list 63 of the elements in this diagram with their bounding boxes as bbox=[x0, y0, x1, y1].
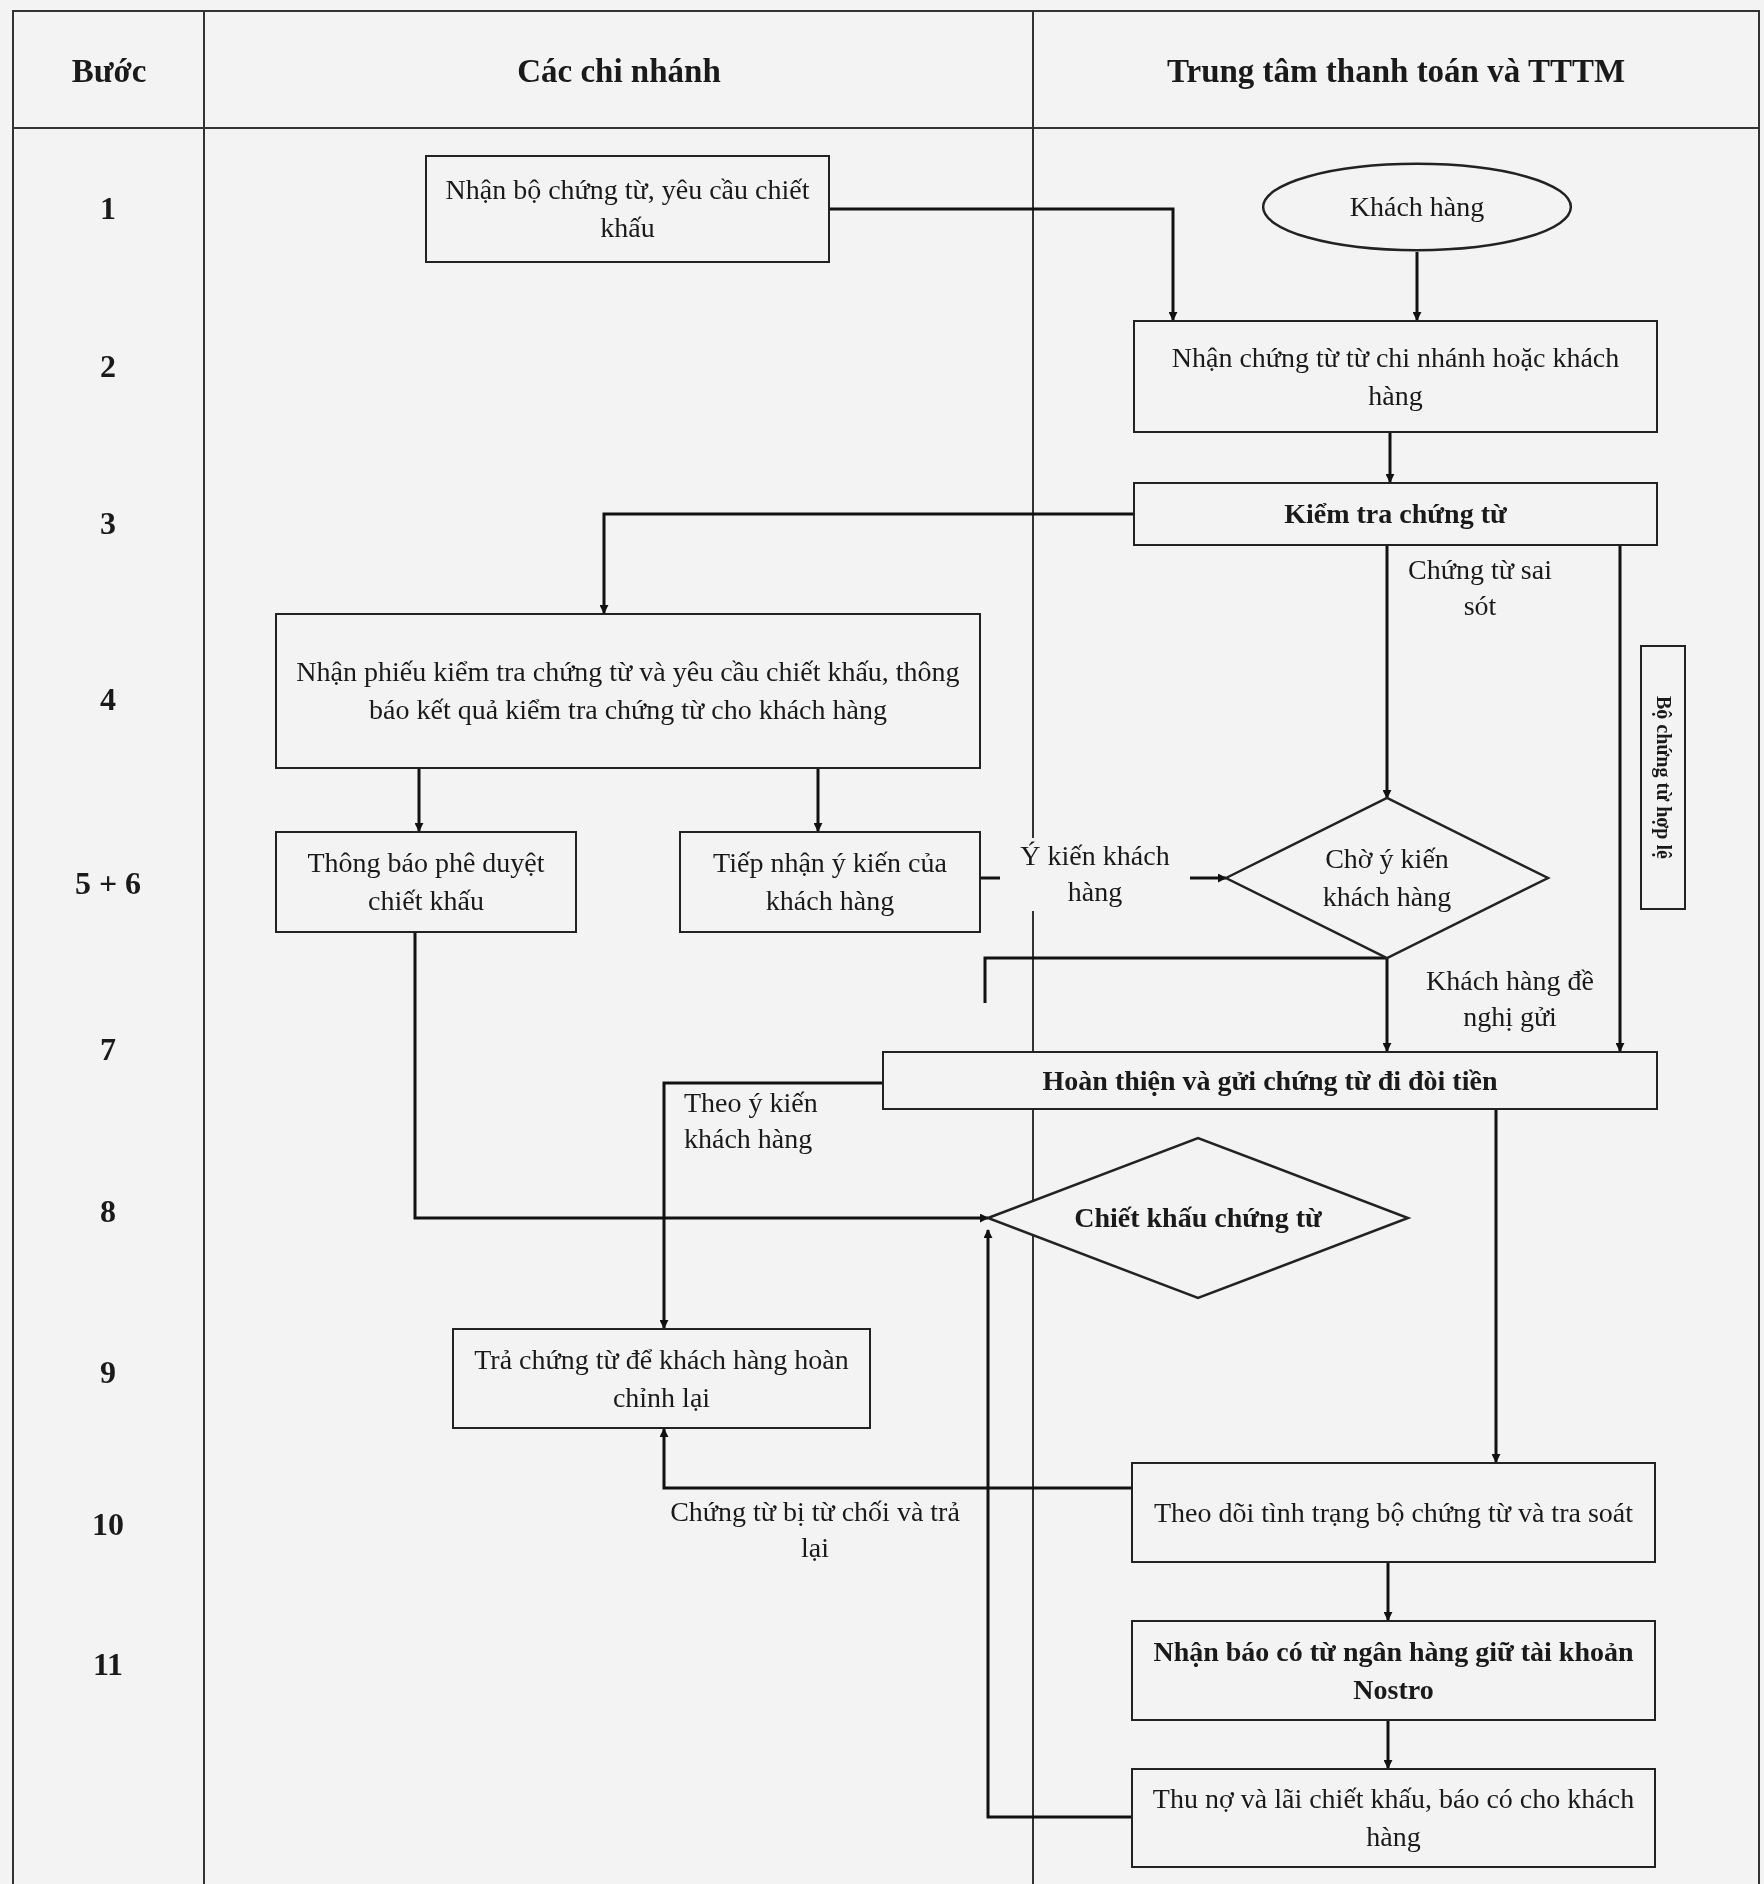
step-text: Thông báo phê duyệt chiết khấu bbox=[306, 846, 546, 918]
step-number: 10 bbox=[91, 1505, 125, 1543]
edge-label: Chứng từ sai sót bbox=[1407, 553, 1553, 624]
arrow bbox=[414, 769, 424, 832]
step-text: Hoàn thiện và gửi chứng từ đi đòi tiền bbox=[1042, 1063, 1498, 1098]
step-number: 9 bbox=[99, 1353, 117, 1391]
arrow bbox=[1382, 958, 1392, 1052]
step-number: 1 bbox=[99, 189, 117, 227]
step-text: Nhận phiếu kiểm tra chứng từ và yêu cầu chiết khấu, thông báo kết quả kiểm tra chứng từ cho khách hàng bbox=[295, 655, 961, 727]
process-box bbox=[452, 1328, 871, 1429]
process-box bbox=[1131, 1620, 1656, 1721]
step-number: 7 bbox=[99, 1030, 117, 1068]
process-box bbox=[275, 613, 981, 769]
column-header: Bước bbox=[71, 52, 147, 92]
step-number: 5 + 6 bbox=[73, 864, 143, 902]
arrow bbox=[1383, 1721, 1393, 1769]
step-text: Theo dõi tình trạng bộ chứng từ và tra soát bbox=[1154, 1495, 1633, 1530]
decision-diamond bbox=[1226, 798, 1548, 958]
process-box bbox=[1131, 1462, 1656, 1563]
step-text: Chiết khấu chứng từ bbox=[1074, 1201, 1322, 1236]
edge-label: Khách hàng đề nghị gửi bbox=[1425, 964, 1595, 1035]
step-number: 8 bbox=[99, 1192, 117, 1230]
connector-line bbox=[983, 956, 1387, 1003]
process-box bbox=[275, 831, 577, 933]
column-header: Các chi nhánh bbox=[517, 52, 721, 92]
step-text: Kiểm tra chứng từ bbox=[1284, 497, 1507, 532]
process-box bbox=[1133, 482, 1658, 546]
arrow bbox=[830, 207, 1178, 321]
column-header: Trung tâm thanh toán và TTTM bbox=[1166, 52, 1626, 92]
step-text: Trả chứng từ để khách hàng hoàn chỉnh lại bbox=[473, 1342, 850, 1415]
step-text: Nhận báo có từ ngân hàng giữ tài khoản Nostro bbox=[1152, 1634, 1635, 1707]
step-text: Nhận bộ chứng từ, yêu cầu chiết khấu bbox=[444, 173, 811, 245]
arrow bbox=[1382, 546, 1392, 799]
arrow bbox=[599, 512, 1133, 614]
step-text: Tiếp nhận ý kiến của khách hàng bbox=[712, 846, 948, 918]
start-ellipse bbox=[1260, 162, 1574, 252]
step-text: Thu nợ và lãi chiết khấu, báo có cho khách hàng bbox=[1151, 1782, 1636, 1854]
process-box bbox=[1131, 1768, 1656, 1868]
step-number: 11 bbox=[91, 1645, 125, 1683]
arrow bbox=[1491, 1110, 1501, 1463]
step-number: 2 bbox=[99, 347, 117, 385]
edge-label: Chứng từ bị từ chối và trả lại bbox=[669, 1495, 961, 1566]
process-box bbox=[679, 831, 981, 933]
edge-label: Ý kiến khách hàng bbox=[1000, 838, 1190, 911]
step-number: 3 bbox=[99, 504, 117, 542]
step-number: 4 bbox=[99, 680, 117, 718]
arrow bbox=[1615, 546, 1625, 1052]
step-text: Khách hàng bbox=[1349, 190, 1485, 225]
arrow bbox=[813, 769, 823, 832]
arrow bbox=[983, 1229, 1131, 1819]
step-text: Chờ ý kiến khách hàng bbox=[1321, 842, 1453, 914]
process-box bbox=[425, 155, 830, 263]
arrow bbox=[413, 933, 989, 1223]
arrow bbox=[659, 1081, 882, 1329]
arrow bbox=[659, 1428, 1131, 1490]
arrow bbox=[1383, 1563, 1393, 1621]
arrow bbox=[1412, 252, 1422, 321]
edge-label: Bộ chứng từ hợp lệ bbox=[1640, 645, 1686, 910]
arrow bbox=[1385, 433, 1395, 483]
step-text: Nhận chứng từ từ chi nhánh hoặc khách hàng bbox=[1170, 340, 1621, 413]
edge-label: Theo ý kiến khách hàng bbox=[684, 1086, 819, 1157]
process-box bbox=[1133, 320, 1658, 433]
process-box bbox=[882, 1051, 1658, 1110]
